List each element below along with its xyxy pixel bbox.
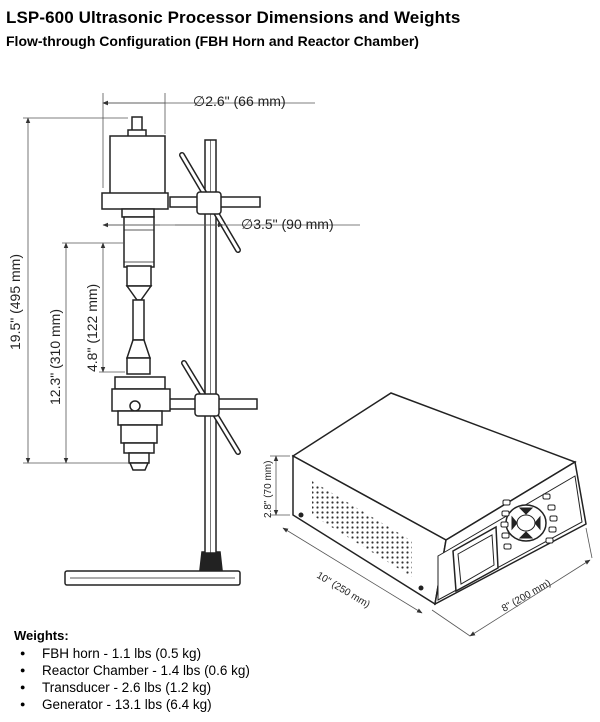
transducer-assembly (101, 116, 171, 471)
horn-diameter-label: ∅2.6" (66 mm) (193, 93, 286, 109)
upper-clamp (169, 152, 261, 253)
weights-list: FBH horn - 1.1 lbs (0.5 kg) Reactor Cham… (14, 645, 250, 713)
total-height-label: 19.5" (495 mm) (7, 254, 23, 350)
generator-dimension-lines (270, 455, 593, 637)
horn-height-label: 12.3" (310 mm) (47, 309, 63, 405)
page-title: LSP-600 Ultrasonic Processor Dimensions … (6, 8, 461, 27)
list-item: Transducer - 2.6 lbs (1.2 kg) (20, 679, 250, 696)
generator-width-label: 8" (200 mm) (500, 578, 553, 615)
weights-section: Weights: FBH horn - 1.1 lbs (0.5 kg) Rea… (14, 628, 250, 713)
generator-length-label: 10" (250 mm) (314, 570, 371, 610)
stand (64, 139, 241, 586)
page-subtitle: Flow-through Configuration (FBH Horn and… (6, 33, 419, 49)
list-item: Generator - 13.1 lbs (6.4 kg) (20, 696, 250, 713)
generator-height-label: 2.8" (70 mm) (263, 461, 274, 518)
list-item: FBH horn - 1.1 lbs (0.5 kg) (20, 645, 250, 662)
weights-heading: Weights: (14, 628, 69, 643)
clamp-diameter-label: ∅3.5" (90 mm) (241, 216, 334, 232)
list-item: Reactor Chamber - 1.4 lbs (0.6 kg) (20, 662, 250, 679)
generator-keypad (500, 493, 558, 550)
chamber-height-label: 4.8" (122 mm) (84, 284, 100, 372)
dimension-lines (23, 93, 360, 464)
